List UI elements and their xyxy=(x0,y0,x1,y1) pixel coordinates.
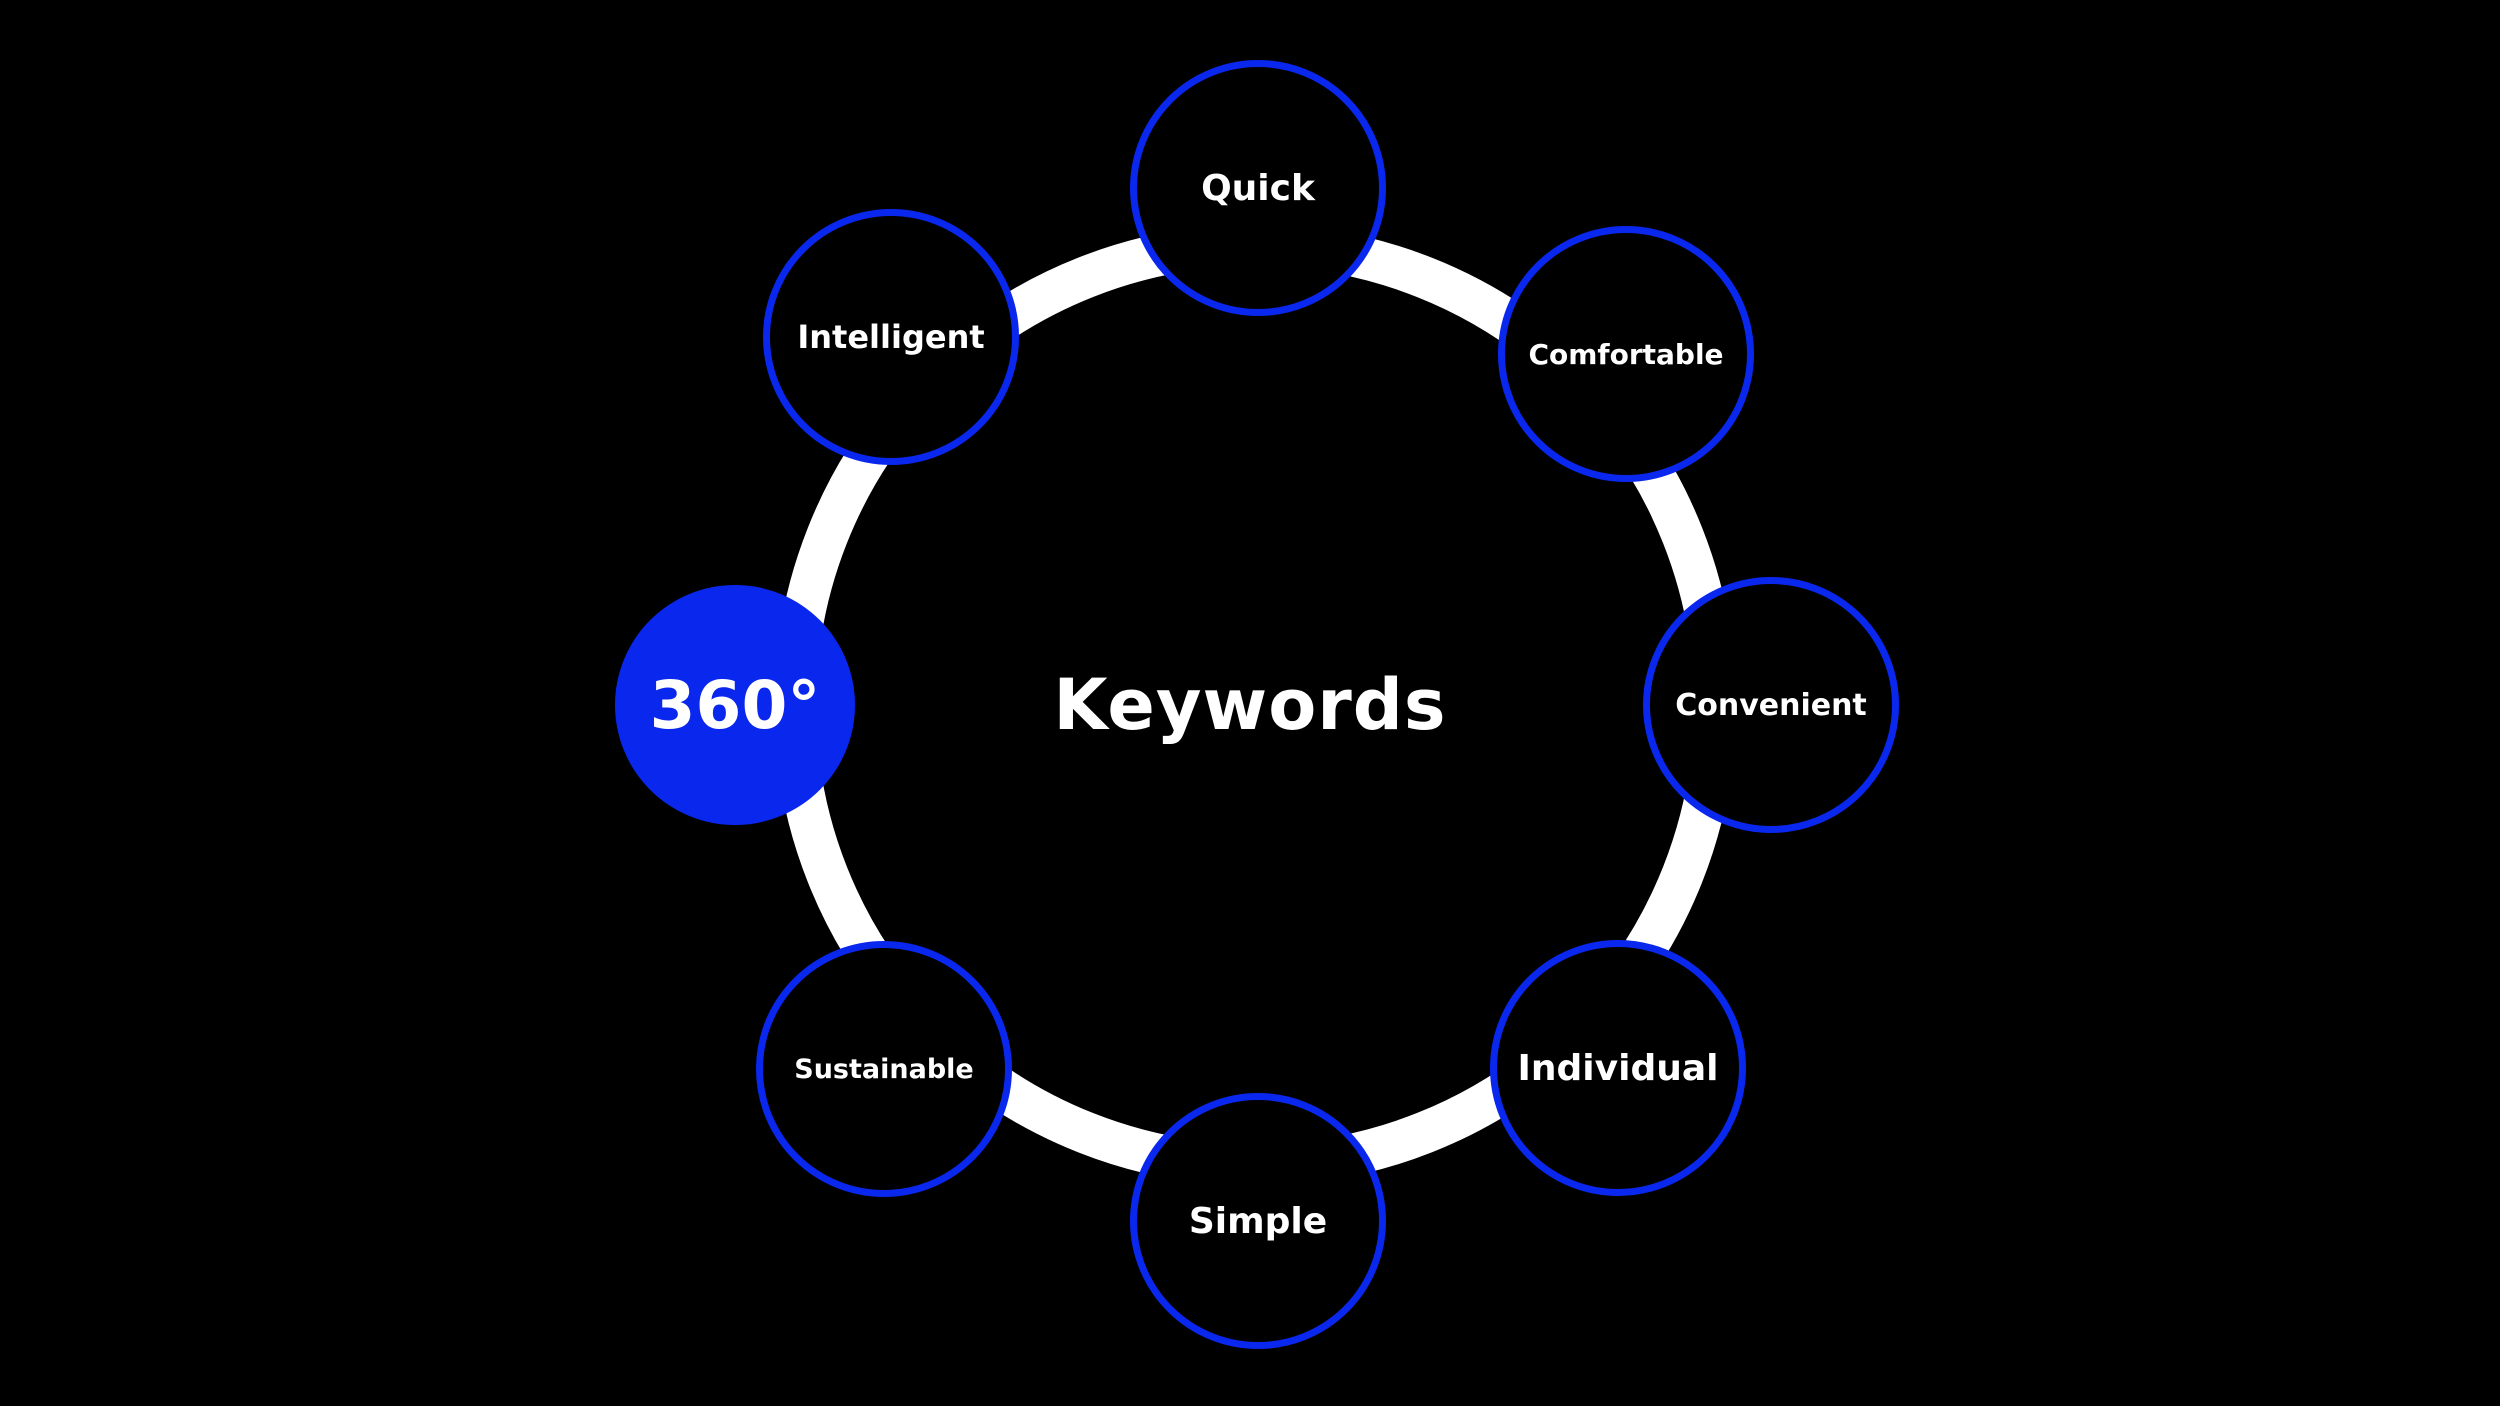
node-simple-label: Simple xyxy=(1188,1200,1328,1242)
node-360-label: 360° xyxy=(649,666,821,744)
node-convenient-label: Convenient xyxy=(1675,687,1867,723)
center-title: Keywords xyxy=(1053,664,1447,746)
node-convenient: Convenient xyxy=(1643,577,1899,833)
node-quick: Quick xyxy=(1130,60,1386,316)
node-individual: Individual xyxy=(1490,940,1746,1196)
node-quick-label: Quick xyxy=(1201,167,1315,209)
node-intelligent-label: Intelligent xyxy=(797,318,985,356)
node-individual-label: Individual xyxy=(1517,1047,1719,1089)
node-intelligent: Intelligent xyxy=(763,209,1019,465)
node-sustainable-label: Sustainable xyxy=(794,1053,974,1085)
node-simple: Simple xyxy=(1130,1093,1386,1349)
node-360: 360° xyxy=(615,585,855,825)
node-comfortable: Comfortable xyxy=(1498,226,1754,482)
node-sustainable: Sustainable xyxy=(756,941,1012,1197)
node-comfortable-label: Comfortable xyxy=(1528,337,1724,371)
